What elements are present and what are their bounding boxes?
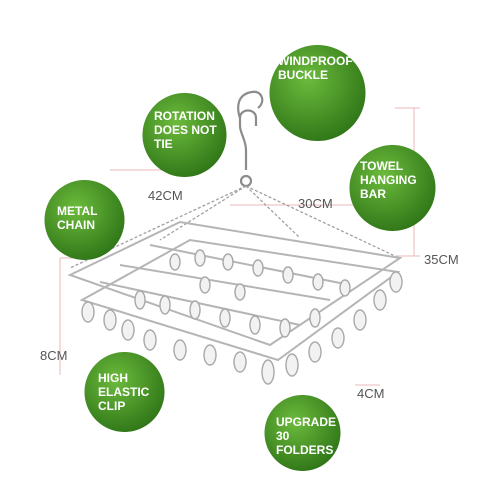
upgrade-folders-callout: UPGRADE 30 FOLDERS xyxy=(276,415,338,457)
metal-chain-callout: METAL CHAIN xyxy=(57,204,119,233)
callout-bubbles xyxy=(44,45,436,471)
hook-icon xyxy=(237,90,264,188)
rotation-label: ROTATION DOES NOT TIE xyxy=(154,109,217,151)
dimension-8cm: 8CM xyxy=(40,348,68,363)
dimension-4cm: 4CM xyxy=(357,386,385,401)
metal-chain-label: METAL CHAIN xyxy=(57,204,98,232)
dimension-35cm: 35CM xyxy=(424,252,459,267)
high-elastic-clip-label: HIGH ELASTIC CLIP xyxy=(98,371,150,413)
towel-bar-label: TOWEL HANGING BAR xyxy=(360,159,417,201)
high-elastic-clip-callout: HIGH ELASTIC CLIP xyxy=(98,371,158,413)
rotation-callout: ROTATION DOES NOT TIE xyxy=(154,109,218,151)
dimension-42cm: 42CM xyxy=(148,188,183,203)
dimension-30cm: 30CM xyxy=(298,196,333,211)
clip-icons xyxy=(81,249,403,385)
upgrade-folders-label: UPGRADE 30 FOLDERS xyxy=(276,415,337,457)
windproof-buckle-label: WINDPROOF BUCKLE xyxy=(278,54,353,82)
windproof-buckle-callout: WINDPROOF BUCKLE xyxy=(278,54,358,83)
towel-bar-callout: TOWEL HANGING BAR xyxy=(360,159,428,201)
